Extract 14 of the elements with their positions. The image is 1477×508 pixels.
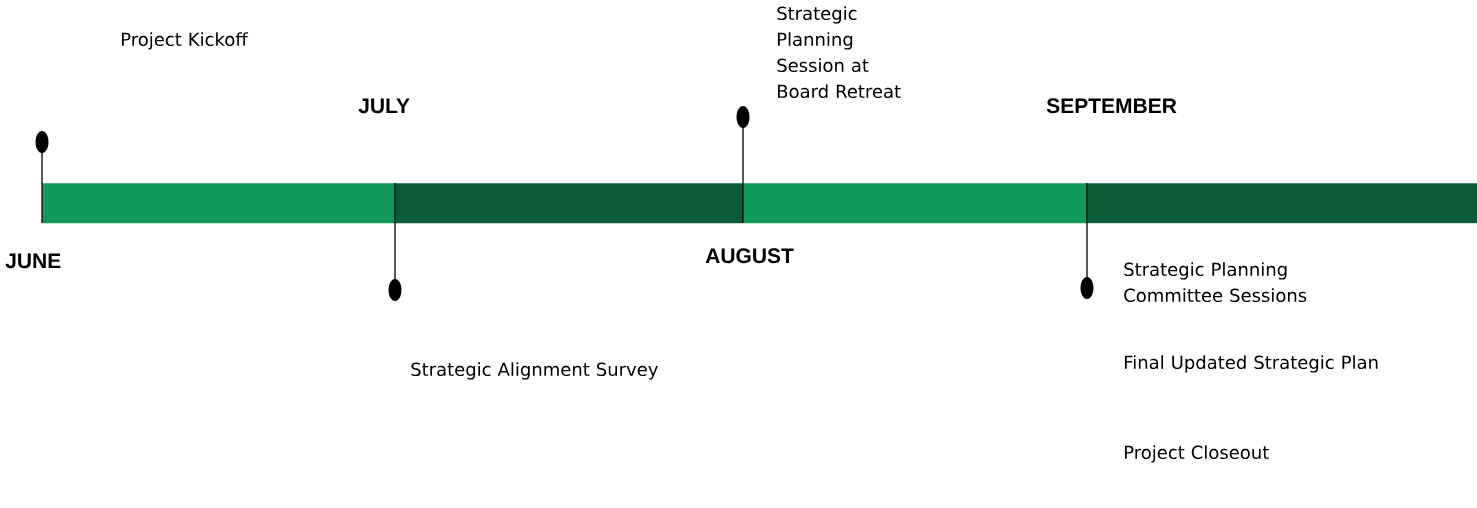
event-text: Strategic Planning Session at Board Retreat <box>777 6 901 99</box>
month-label: JULY <box>358 98 410 114</box>
timeline-bar <box>1087 183 1477 224</box>
timeline-bar <box>395 183 744 224</box>
month-label: SEPTEMBER <box>1046 98 1177 114</box>
event-text: Project Kickoff <box>122 32 249 50</box>
event-text: Final Updated Strategic Plan <box>1125 355 1378 373</box>
event-text: Strategic Planning Committee Sessions <box>1124 262 1307 303</box>
event-text: Project Closeout <box>1125 445 1269 463</box>
timeline-bar <box>743 183 1088 224</box>
event-text: Strategic Alignment Survey <box>411 362 658 380</box>
timeline-bar <box>42 183 396 224</box>
month-label: AUGUST <box>705 248 794 264</box>
month-label: JUNE <box>5 253 61 269</box>
